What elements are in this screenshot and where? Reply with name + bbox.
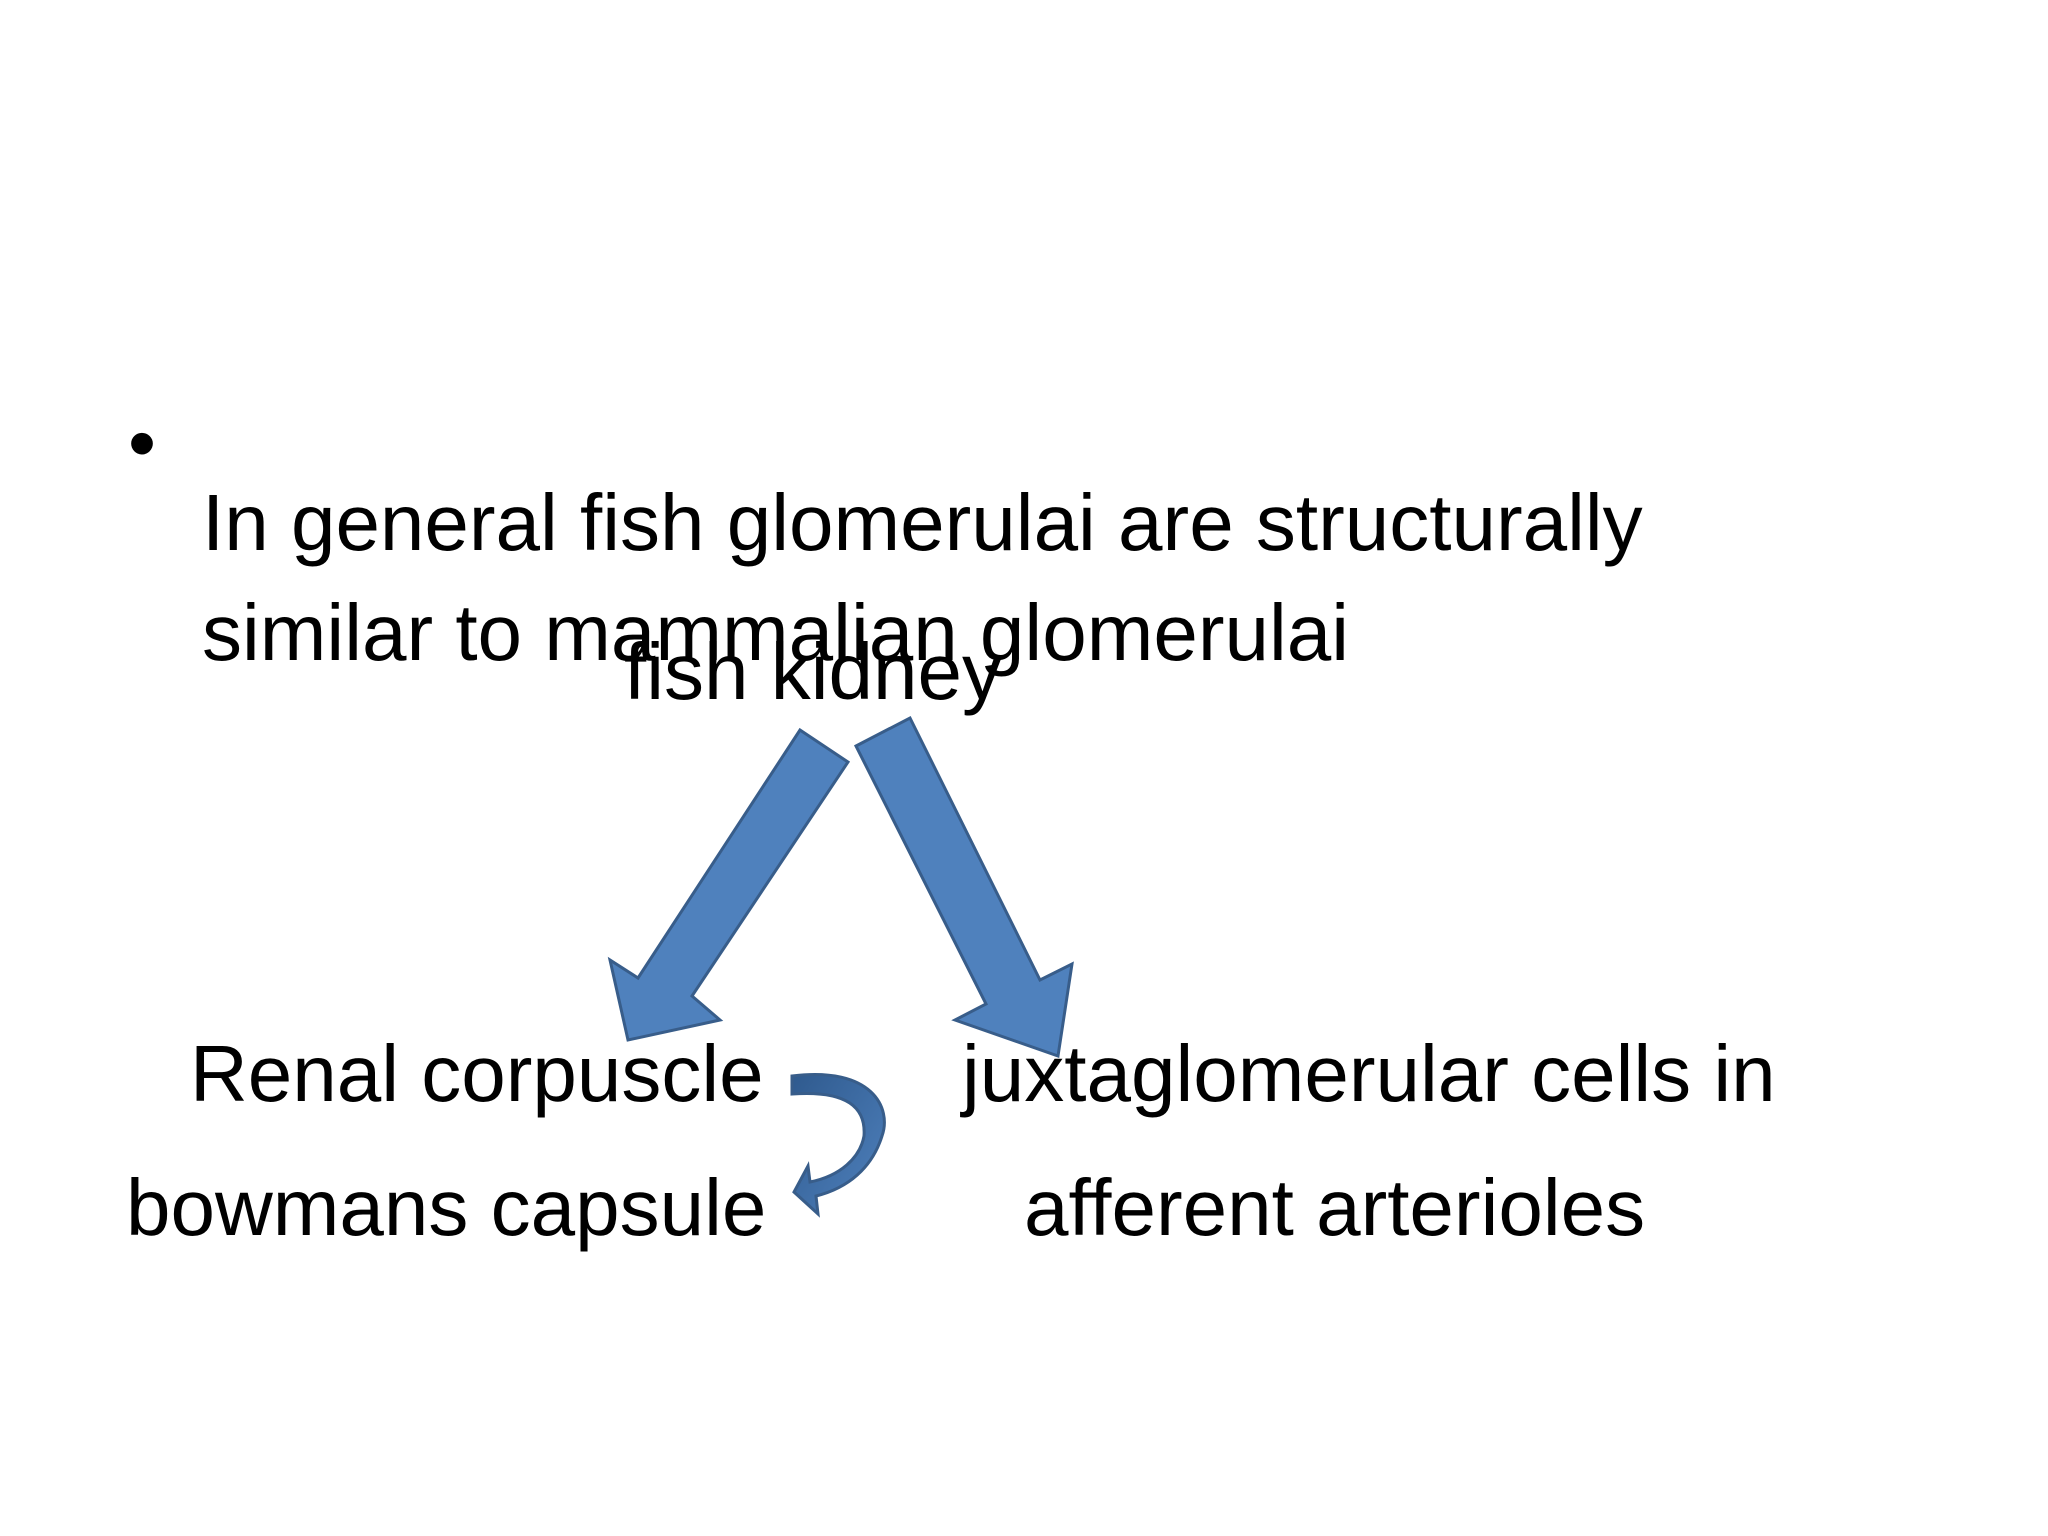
- arrow-to-renal-corpuscle: [607, 727, 851, 1042]
- left-branch-label-line2: bowmans capsule: [126, 1163, 767, 1252]
- left-branch-label-line1: Renal corpuscle: [190, 1029, 764, 1118]
- right-branch-label-line2: afferent arterioles: [1024, 1163, 1646, 1252]
- right-branch-label-line1: juxtaglomerular cells in: [962, 1029, 1776, 1118]
- diagram-root-label: fish kidney: [624, 627, 1002, 716]
- bullet-marker: •: [128, 398, 157, 487]
- curved-arrow-to-bowmans-capsule: [790, 1073, 886, 1218]
- bullet-text: In general fish glomerulai are structura…: [202, 478, 1643, 677]
- arrow-to-juxtaglomerular-cells: [853, 715, 1074, 1059]
